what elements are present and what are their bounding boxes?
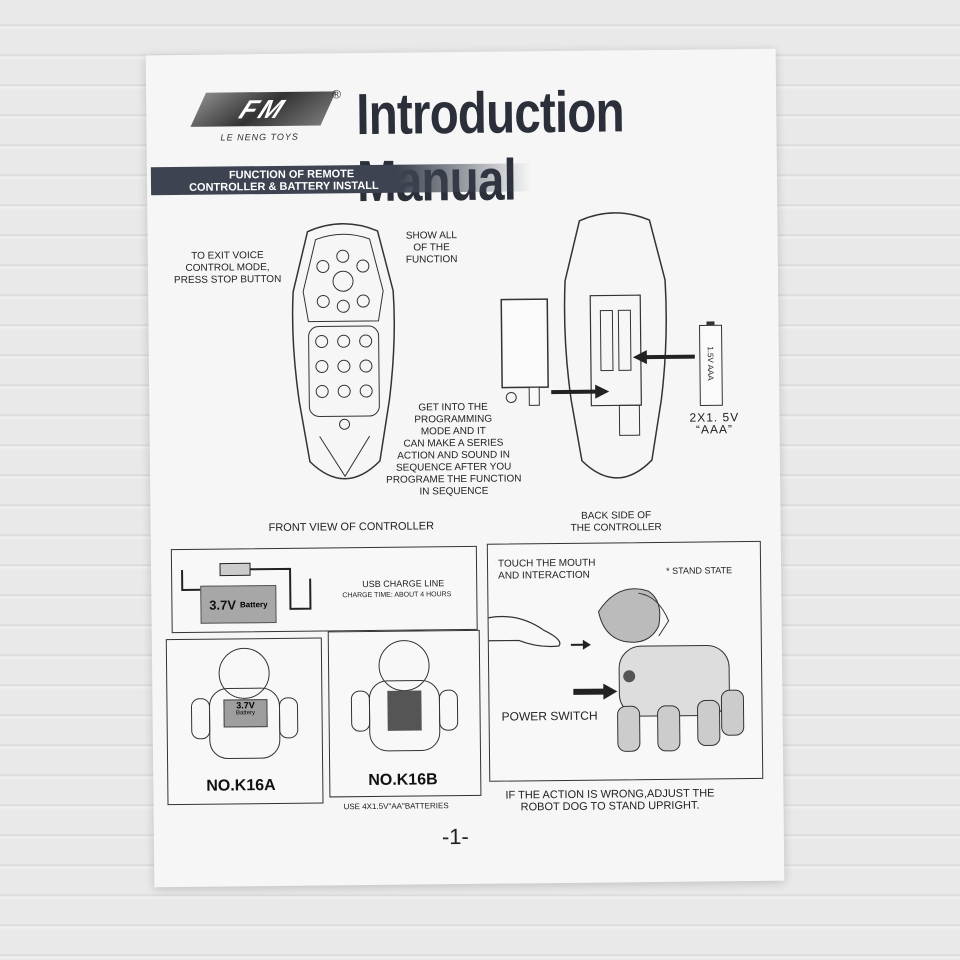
- brand-logo-text: FM: [234, 93, 293, 124]
- exit-voice-line-3: PRESS STOP BUTTON: [173, 273, 282, 287]
- k16a-battery-word: Battery: [236, 710, 256, 717]
- section-banner: FUNCTION OF REMOTE CONTROLLER & BATTERY …: [150, 163, 532, 196]
- hand-icon: [488, 615, 561, 648]
- adjust-note: IF THE ACTION IS WRONG,ADJUST THE ROBOT …: [505, 787, 714, 813]
- k16a-dog-back-icon: [190, 647, 299, 759]
- exit-voice-line-1: TO EXIT VOICE: [191, 250, 264, 262]
- page-number: -1-: [441, 823, 469, 850]
- usb-charge-label: USB CHARGE LINE: [362, 578, 445, 590]
- remote-front-illustration: [291, 223, 396, 480]
- aaa-battery-icon: [699, 321, 723, 407]
- page-title: Introduction Manual: [355, 79, 625, 214]
- power-switch-label: POWER SWITCH: [501, 708, 598, 724]
- k16a-battery: 3.7V Battery: [223, 699, 268, 728]
- power-arrow-icon: [573, 683, 618, 700]
- show-all-line-2: OF THE: [413, 242, 450, 254]
- charging-panel: 3.7V Battery USB CHARGE LINE CHARGE TIME…: [170, 545, 478, 634]
- manual-page: FM ® LE NENG TOYS Introduction Manual FU…: [145, 48, 785, 888]
- brand-name: LE NENG TOYS: [220, 131, 299, 143]
- model-k16a-label: NO.K16A: [206, 777, 276, 795]
- robot-dog-panel: TOUCH THE MOUTH AND INTERACTION * STAND …: [486, 540, 764, 782]
- programming-line-7: PROGRAME THE FUNCTION: [386, 473, 522, 486]
- programming-label: GET INTO THE PROGRAMMING MODE AND IT CAN…: [385, 401, 521, 498]
- battery-count-line-2: “AAA”: [695, 422, 734, 437]
- exit-voice-line-2: CONTROL MODE,: [185, 262, 270, 274]
- k16b-dog-back-icon: [350, 640, 459, 752]
- arrow-small-icon: [570, 639, 591, 650]
- show-all-label: SHOW ALL OF THE FUNCTION: [406, 230, 458, 267]
- stand-state-label: * STAND STATE: [666, 565, 733, 576]
- robot-dog-icon: [597, 588, 745, 752]
- aaa-battery-label: 1.5V AAA: [705, 346, 716, 381]
- model-k16b-label: NO.K16B: [368, 771, 438, 790]
- back-side-label: BACK SIDE OF THE CONTROLLER: [570, 510, 662, 535]
- show-all-line-1: SHOW ALL: [405, 230, 458, 242]
- back-side-line-1: BACK SIDE OF: [581, 510, 652, 522]
- programming-line-8: IN SEQUENCE: [419, 485, 489, 498]
- charge-battery: 3.7V Battery: [200, 584, 277, 624]
- k16a-battery-voltage: 3.7V: [236, 700, 255, 711]
- model-k16b-panel: NO.K16B: [327, 629, 482, 798]
- battery-count-label: 2X1. 5V “AAA”: [689, 410, 739, 437]
- show-all-line-3: FUNCTION: [405, 254, 458, 266]
- back-side-line-2: THE CONTROLLER: [570, 521, 662, 534]
- touch-mouth-line-1: TOUCH THE MOUTH: [497, 557, 596, 570]
- arrow-left-icon: [632, 350, 695, 365]
- brand-logo: FM: [190, 91, 336, 127]
- k16b-battery-note: USE 4X1.5V"AA"BATTERIES: [343, 801, 449, 812]
- arrow-right-icon: [551, 384, 610, 399]
- charge-battery-voltage: 3.7V: [209, 596, 237, 613]
- charge-time-label: CHARGE TIME: ABOUT 4 HOURS: [342, 591, 452, 600]
- adjust-note-line-2: ROBOT DOG TO STAND UPRIGHT.: [520, 799, 700, 814]
- model-k16a-panel: 3.7V Battery NO.K16A: [165, 637, 324, 806]
- exit-voice-label: TO EXIT VOICE CONTROL MODE, PRESS STOP B…: [174, 250, 282, 287]
- touch-mouth-line-2: AND INTERACTION: [498, 569, 590, 582]
- remote-back-illustration: [563, 212, 667, 479]
- touch-mouth-label: TOUCH THE MOUTH AND INTERACTION: [498, 558, 596, 583]
- front-view-label: FRONT VIEW OF CONTROLLER: [268, 520, 435, 535]
- banner-line-2: CONTROLLER & BATTERY INSTALL: [188, 179, 379, 194]
- registered-mark: ®: [332, 87, 341, 102]
- charger-illustration: [500, 298, 549, 406]
- charge-battery-word: Battery: [239, 599, 268, 609]
